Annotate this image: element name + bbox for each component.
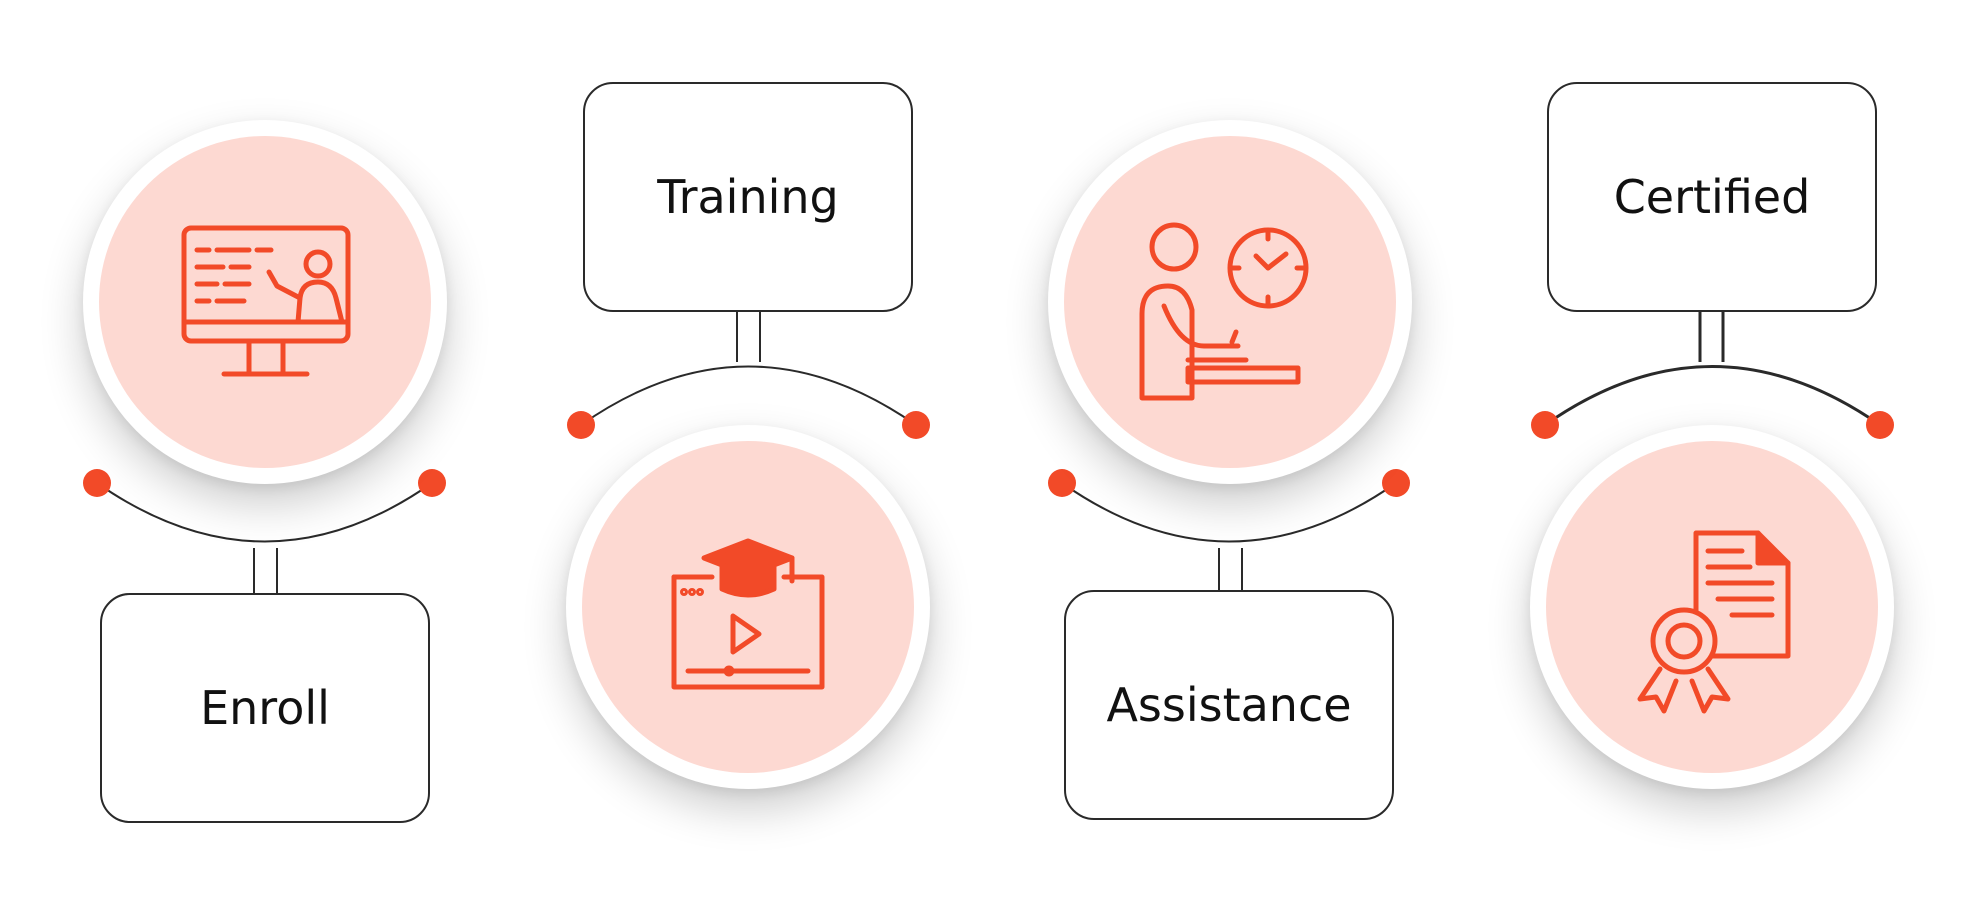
assistance-box: Assistance bbox=[1064, 590, 1394, 820]
certified-arc bbox=[1544, 365, 1881, 427]
training-dot-right bbox=[902, 411, 930, 439]
training-circle bbox=[566, 425, 930, 789]
enroll-arc bbox=[96, 482, 433, 543]
enroll-dot-left bbox=[83, 469, 111, 497]
assistance-dot-right bbox=[1382, 469, 1410, 497]
certified-dot-left bbox=[1531, 411, 1559, 439]
assistance-arc bbox=[1061, 482, 1397, 543]
enroll-dot-right bbox=[418, 469, 446, 497]
training-arc bbox=[580, 365, 917, 426]
enroll-label: Enroll bbox=[200, 681, 330, 735]
online-class-monitor-icon bbox=[181, 225, 351, 377]
person-writing-clock-icon bbox=[1139, 222, 1309, 401]
enroll-box: Enroll bbox=[100, 593, 430, 823]
training-box: Training bbox=[583, 82, 913, 312]
certified-dot-right bbox=[1866, 411, 1894, 439]
enroll-circle bbox=[83, 120, 447, 484]
assistance-label: Assistance bbox=[1106, 678, 1352, 732]
training-dot-left bbox=[567, 411, 595, 439]
graduation-video-icon bbox=[671, 538, 825, 690]
assistance-circle bbox=[1048, 120, 1412, 484]
training-label: Training bbox=[657, 170, 839, 224]
certificate-ribbon-icon bbox=[1637, 530, 1791, 714]
certified-circle bbox=[1530, 425, 1894, 789]
assistance-dot-left bbox=[1048, 469, 1076, 497]
certified-box: Certified bbox=[1547, 82, 1877, 312]
certified-label: Certified bbox=[1613, 170, 1811, 224]
